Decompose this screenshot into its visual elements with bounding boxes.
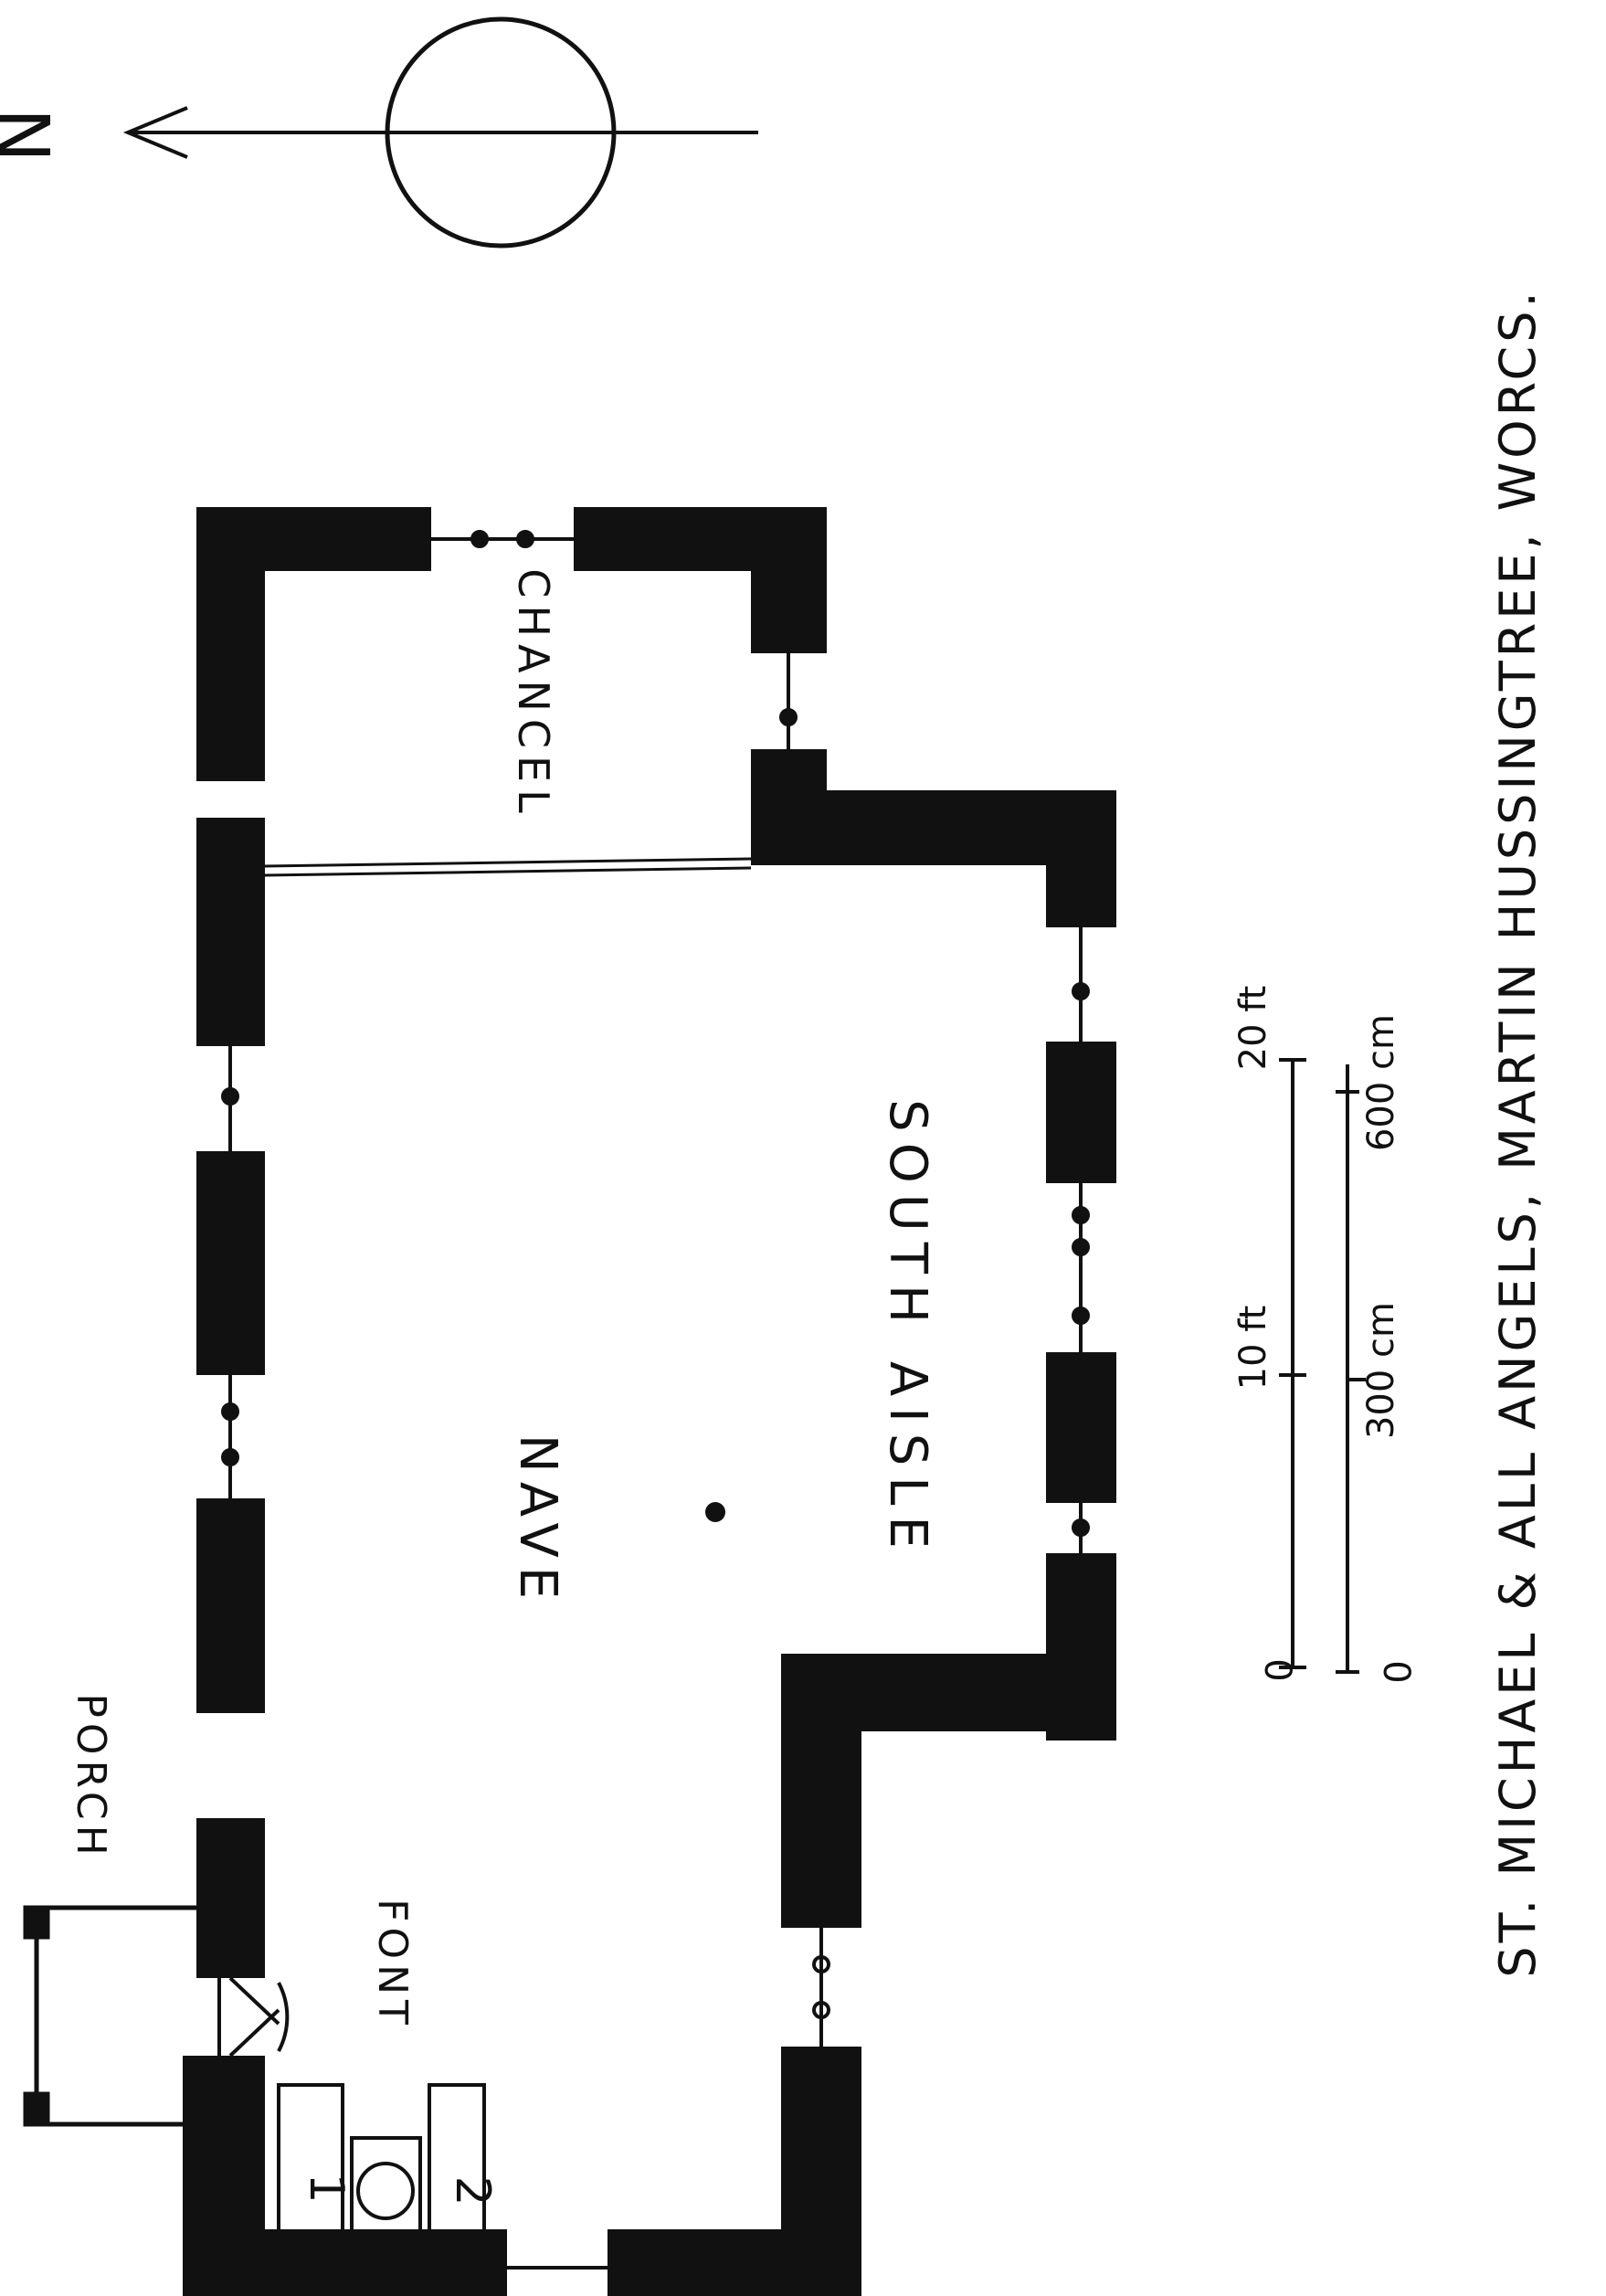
- font-step-lower: [428, 2083, 486, 2296]
- font-step-lower-label: 2: [445, 2175, 500, 2206]
- north-door: [217, 1976, 290, 2058]
- porch: [23, 1905, 196, 2127]
- north-label: N: [0, 108, 68, 163]
- aisle-window-1: [1072, 927, 1090, 1042]
- nave-north-window-2: [221, 1375, 239, 1498]
- font-step-upper: [277, 2083, 344, 2296]
- scale-bars: [1279, 1058, 1366, 1674]
- font-step-upper-label: 1: [299, 2173, 354, 2203]
- nave-south-window: [812, 1928, 830, 2047]
- font-step-arrows: [300, 2257, 468, 2292]
- east-window: [431, 530, 574, 548]
- scale-feet-mid: 10 ft: [1232, 1306, 1274, 1391]
- scale-feet-zero: 0: [1256, 1658, 1298, 1681]
- nave-label: NAVE: [508, 1434, 567, 1608]
- porch-label: PORCH: [68, 1693, 114, 1860]
- font-label: FONT: [369, 1899, 416, 2030]
- north-arrow: [122, 16, 758, 249]
- aisle-window-2: [1072, 1183, 1090, 1352]
- centre-point: [705, 1502, 725, 1522]
- font-basin: [350, 2136, 422, 2249]
- scale-metric-mid: 300 cm: [1360, 1302, 1402, 1439]
- walls: [183, 507, 1116, 2296]
- windows: [221, 530, 1090, 2270]
- scale-metric-zero: 0: [1375, 1660, 1417, 1683]
- scale-metric-end: 600 cm: [1360, 1014, 1402, 1151]
- chancel-arch: [264, 857, 752, 877]
- scale-feet-end: 20 ft: [1232, 986, 1274, 1071]
- compass-circle-icon: [385, 16, 617, 249]
- chancel-south-window: [779, 653, 798, 749]
- south-aisle-label: SOUTH AISLE: [878, 1099, 937, 1560]
- plan-title: ST. MICHAEL & ALL ANGELS, MARTIN HUSSING…: [1489, 288, 1547, 1977]
- chancel-label: CHANCEL: [509, 568, 558, 820]
- aisle-window-3: [1072, 1503, 1090, 1553]
- nave-north-window-1: [221, 1046, 239, 1151]
